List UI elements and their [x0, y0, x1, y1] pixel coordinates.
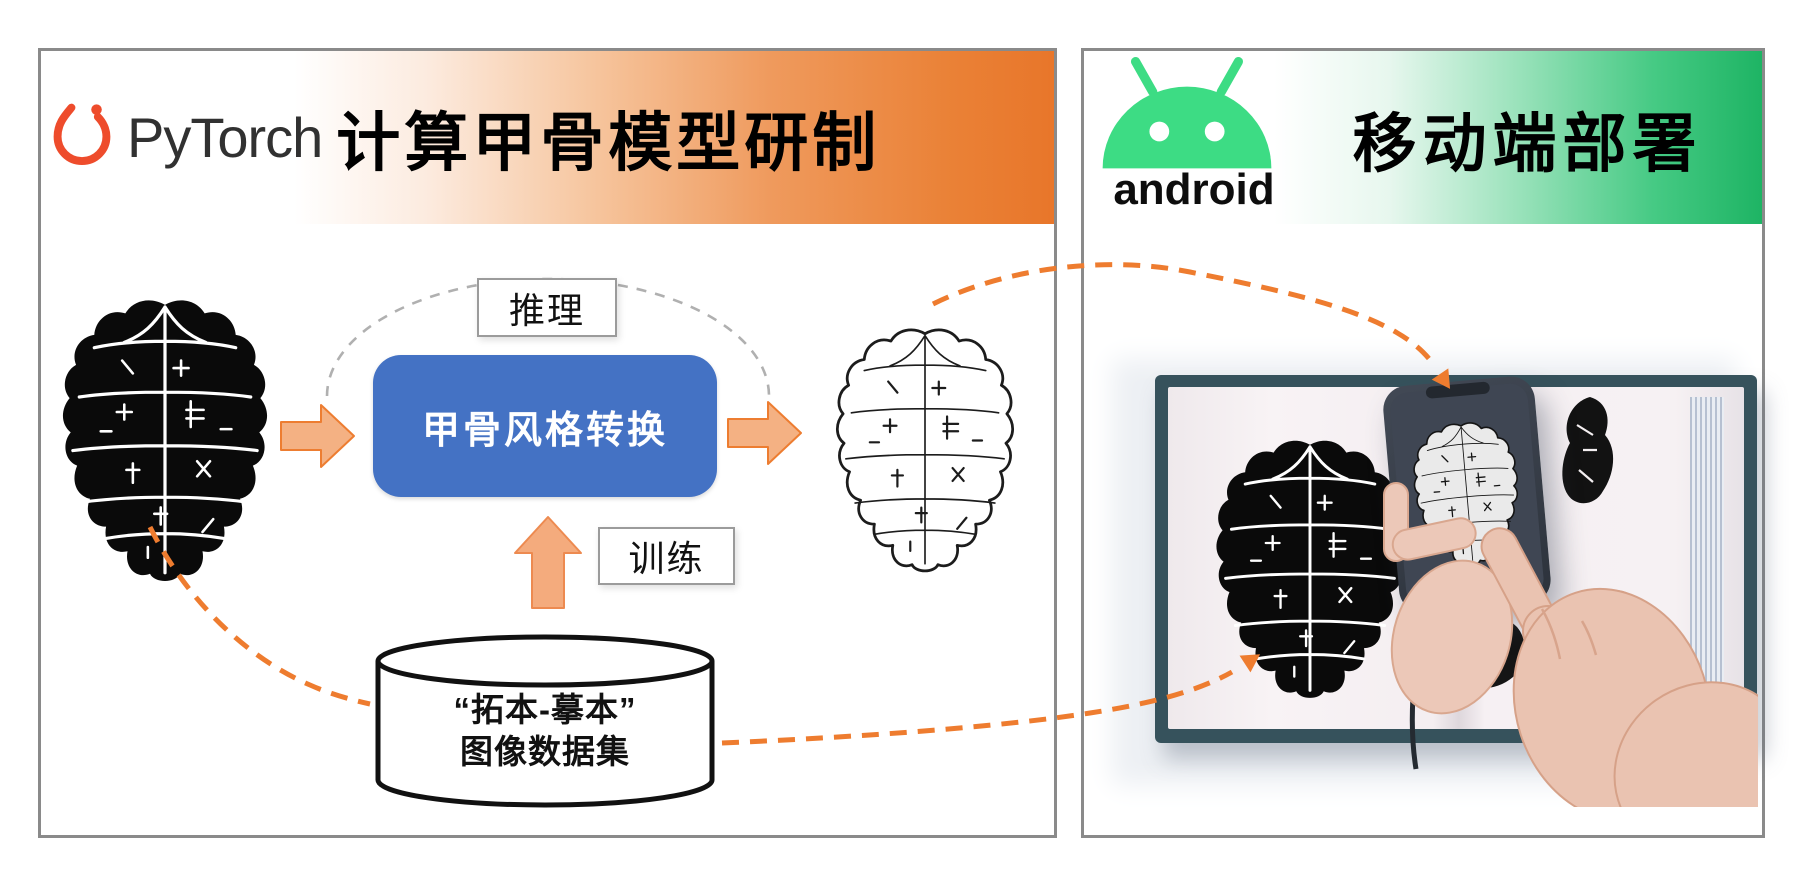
phone-screen	[1388, 382, 1546, 608]
pytorch-panel: PyTorch 计算甲骨模型研制 推理 甲骨风格转换	[38, 48, 1057, 838]
android-panel: android 移动端部署	[1081, 48, 1765, 838]
pytorch-wordmark: PyTorch	[127, 106, 323, 169]
model-box-label: 甲骨风格转换	[421, 409, 668, 452]
block-arrow-up-icon	[514, 516, 582, 609]
phone	[1381, 374, 1553, 615]
inference-label: 推理	[508, 289, 585, 331]
dataset-label-line2: 图像数据集	[460, 733, 630, 771]
model-box: 甲骨风格转换	[373, 355, 717, 497]
pytorch-header-band: PyTorch 计算甲骨模型研制	[41, 51, 1054, 224]
pytorch-flame-icon	[49, 101, 115, 175]
block-arrow-right-icon	[280, 404, 355, 468]
android-robot-icon	[1094, 55, 1294, 171]
book-page-edges	[1690, 397, 1724, 707]
android-header-band: android 移动端部署	[1084, 51, 1762, 224]
phone-turtle-graphic	[1406, 402, 1529, 587]
dataset-cylinder-graphic	[375, 634, 715, 808]
right-panel-title: 移动端部署	[1352, 107, 1703, 180]
ink-fragment-graphic	[1444, 613, 1525, 689]
ink-fragment-graphic	[1562, 397, 1614, 504]
rubbing-turtle-graphic	[55, 292, 275, 592]
dataset-label-line1: “拓本-摹本”	[453, 691, 637, 728]
left-panel-title: 计算甲骨模型研制	[336, 106, 881, 179]
block-arrow-right-icon	[727, 401, 802, 465]
inference-label-box: 推理	[477, 278, 617, 337]
deployment-photo	[1090, 337, 1758, 807]
dataset-label: “拓本-摹本” 图像数据集	[400, 689, 690, 773]
android-wordmark: android	[1113, 165, 1275, 214]
training-label: 训练	[628, 538, 705, 579]
training-label-box: 训练	[598, 527, 735, 585]
drawing-turtle-graphic	[833, 303, 1017, 600]
book-rubbing-graphic	[1205, 433, 1415, 708]
